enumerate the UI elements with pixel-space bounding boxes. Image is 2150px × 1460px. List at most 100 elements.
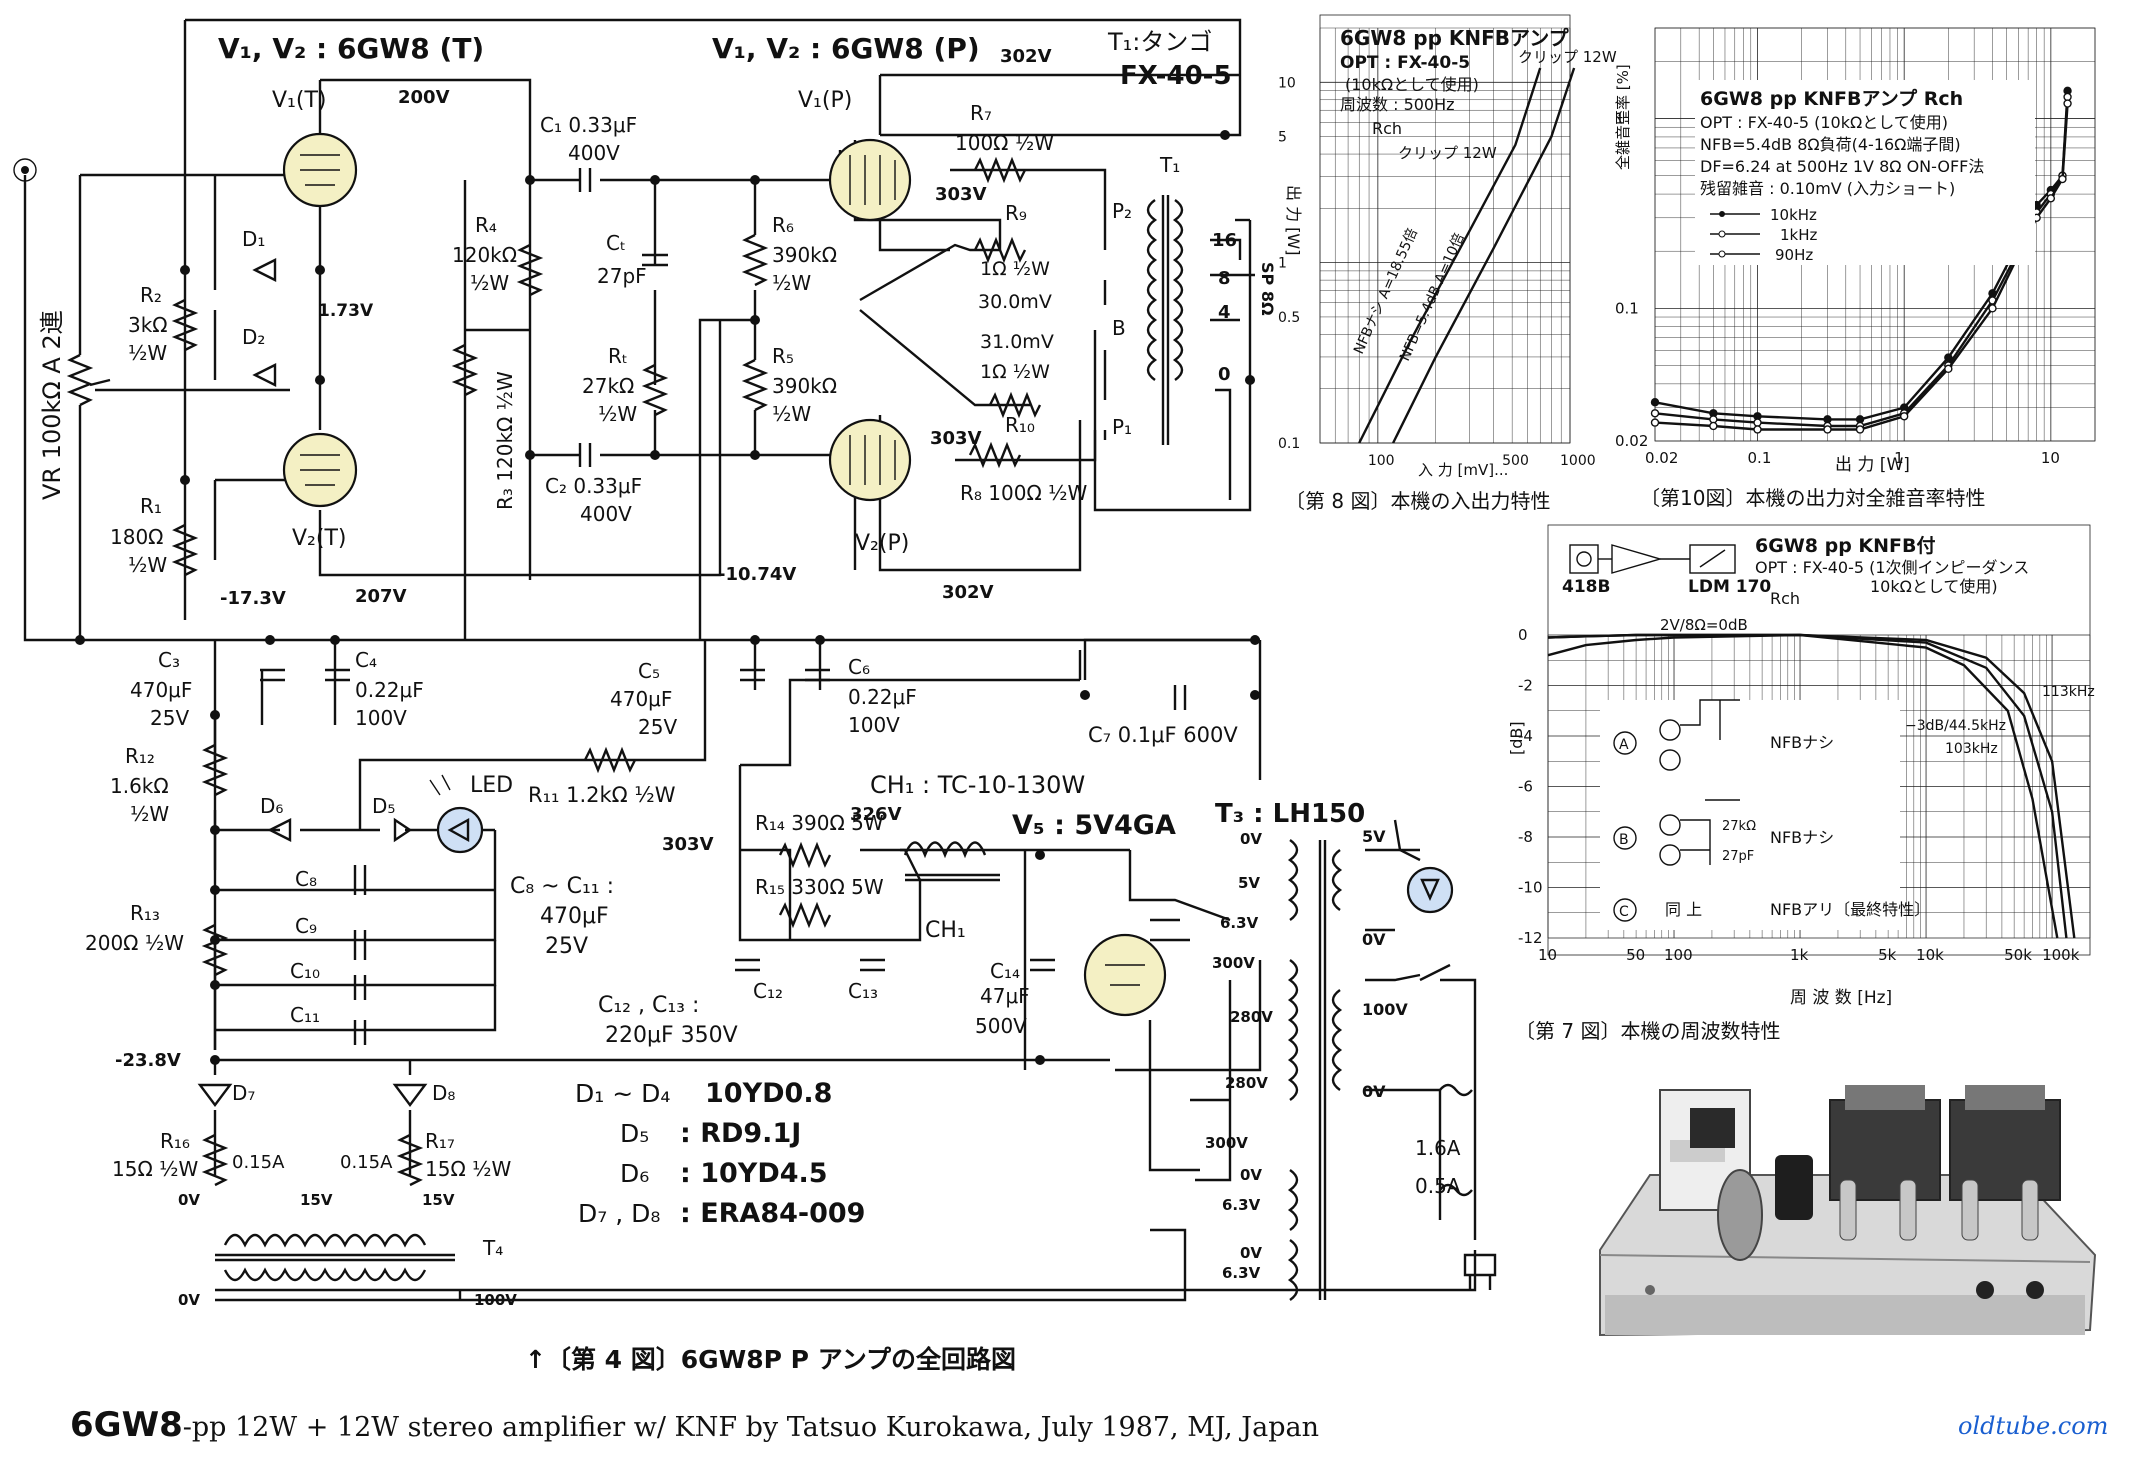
c3-value: 470μF	[130, 678, 192, 702]
footer-text: -pp 12W + 12W stereo amplifier w/ KNF by…	[182, 1412, 1319, 1443]
c8-c11-voltage: 25V	[545, 934, 588, 959]
voltage-1-73v: 1.73V	[318, 301, 374, 321]
junction-dots	[75, 130, 1260, 1065]
capacitor-glyphs	[260, 168, 1187, 1045]
x-tick-label: 5k	[1878, 946, 1897, 964]
rt-label: Rₜ	[608, 344, 628, 368]
voltage-326v: 326V	[850, 804, 902, 825]
series-line-2	[1547, 633, 2059, 939]
fig8-caption: 〔第 8 図〕本機の入出力特性	[1285, 489, 1550, 513]
r14-label: R₁₄ 390Ω 5W	[755, 811, 884, 835]
fig8-note-2: (10kΩとして使用)	[1345, 75, 1479, 94]
vr-label: VR 100kΩ A 2連	[38, 310, 66, 500]
data-point	[2046, 194, 2056, 203]
r17-value: 15Ω ½W	[425, 1157, 511, 1181]
rt-value: 27kΩ	[582, 374, 634, 398]
v5-label: V₅ : 5V4GA	[1012, 810, 1176, 841]
x-tick-label: 10	[1538, 946, 1557, 964]
r2-watt: ½W	[128, 341, 167, 365]
current-015a-right: 0.15A	[340, 1152, 393, 1173]
c2-voltage: 400V	[580, 502, 632, 526]
footer-model: 6GW8	[70, 1405, 183, 1445]
x-tick-label: 10	[2041, 449, 2060, 467]
fig7-ylabel: [dB]	[1507, 721, 1526, 755]
y-tick-label: -12	[1518, 929, 1543, 947]
d6-label: D₆	[260, 794, 283, 818]
c4-voltage: 100V	[355, 706, 407, 730]
t4-100v-primary: 100V	[474, 1291, 517, 1309]
y-tick-label: -2	[1518, 677, 1533, 695]
fig7-legend-extra-c: NFBアリ〔最終特性〕	[1770, 900, 1930, 919]
y-tick-label: 0.02	[1615, 432, 1648, 450]
r4-watt: ½W	[470, 271, 509, 295]
t3-300v: 300V	[1212, 954, 1255, 972]
r15-label: R₁₅ 330Ω 5W	[755, 875, 884, 899]
t4-0v-left: 0V	[178, 1191, 200, 1209]
c14-value: 47μF	[980, 984, 1030, 1008]
x-tick-label: 0.1	[1748, 449, 1772, 467]
y-tick-label: 10	[1278, 75, 1296, 91]
p1-label: P₁	[1112, 415, 1132, 439]
d2-label: D₂	[242, 325, 265, 349]
data-point	[1944, 353, 1953, 362]
data-point	[1753, 425, 1762, 434]
r12-label: R₁₂	[125, 744, 155, 768]
data-point	[1944, 364, 1953, 374]
fig8-series	[1358, 67, 1576, 444]
r16-value: 15Ω ½W	[112, 1157, 198, 1181]
fig7-legend-key-a: A	[1619, 737, 1629, 753]
c4-value: 0.22μF	[355, 678, 424, 702]
current-015a-left: 0.15A	[232, 1152, 285, 1173]
fuse-0-5a: 0.5A	[1415, 1174, 1461, 1198]
fig8-note-1: OPT : FX-40-5	[1340, 53, 1470, 73]
diode-table-value-3: : 10YD4.5	[680, 1158, 828, 1189]
fig10-legend: 10kHz 1kHz 90Hz	[1710, 206, 1818, 264]
t3-280v-b: 280V	[1225, 1074, 1268, 1092]
r6-label: R₆	[772, 213, 794, 237]
fig7-legend-text-b: NFBナシ	[1770, 828, 1834, 847]
led-label: LED	[470, 773, 513, 798]
data-point	[2058, 174, 2067, 184]
d8-label: D₈	[432, 1081, 455, 1105]
d7-label: D₇	[232, 1081, 255, 1105]
c12-label: C₁₂	[753, 979, 783, 1003]
fig7-legend-circuit-icons	[1659, 699, 1740, 866]
r5-watt: ½W	[772, 402, 811, 426]
t4-15v-right: 15V	[422, 1191, 455, 1209]
data-point	[2063, 99, 2072, 108]
data-point	[1988, 304, 1997, 313]
r4-label: R₄	[475, 213, 497, 237]
c10-label: C₁₀	[290, 959, 320, 983]
resistor-glyphs	[171, 156, 1042, 1187]
choke-ch1	[903, 841, 1000, 882]
transformer-t1	[1146, 195, 1184, 445]
tube-v1p	[828, 138, 912, 222]
t3-0v-c: 0V	[1240, 1244, 1262, 1262]
r5-value: 390kΩ	[772, 374, 837, 398]
d5-label: D₅	[372, 794, 395, 818]
fig10-legend-10khz: 10kHz	[1770, 206, 1817, 224]
ch1-label: CH₁ : TC-10-130W	[870, 771, 1085, 799]
t3-6-3v-b: 6.3V	[1222, 1196, 1261, 1214]
fig10-legend-90hz: 90Hz	[1775, 246, 1813, 264]
fig8-clip-b: クリップ 12W	[1398, 144, 1497, 162]
circuit-wires	[23, 18, 1477, 1302]
data-point	[1650, 409, 1660, 418]
y-tick-label: 0.1	[1278, 436, 1300, 452]
fig8-grid	[1319, 27, 1571, 444]
fig7-legend-27pf: 27pF	[1722, 849, 1754, 864]
diode-table-value-2: : RD9.1J	[680, 1118, 801, 1149]
t3-5v: 5V	[1238, 874, 1260, 892]
t3-6-3v: 6.3V	[1220, 914, 1259, 932]
fig10-note-3: DF=6.24 at 500Hz 1V 8Ω ON-OFF法	[1700, 157, 1984, 176]
p2-label: P₂	[1112, 199, 1132, 223]
y-tick-label: 5	[1278, 130, 1287, 146]
input-jack-icon	[13, 158, 37, 182]
c9-label: C₉	[295, 914, 317, 938]
fig8-note-3: 周波数 : 500Hz	[1340, 95, 1455, 114]
transformer-t4	[215, 1233, 455, 1282]
voltage-minus-17-3v: -17.3V	[220, 588, 286, 609]
